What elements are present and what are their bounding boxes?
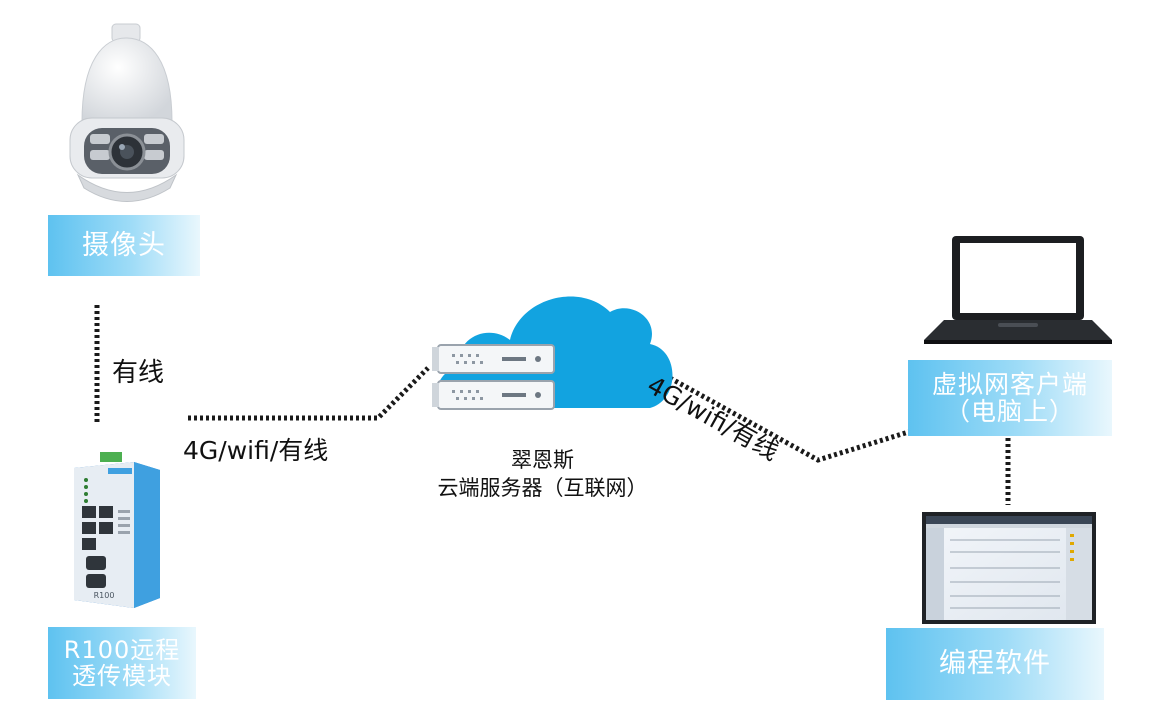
module-label: R100远程 透传模块 bbox=[48, 627, 196, 699]
software-label-text: 编程软件 bbox=[939, 648, 1051, 680]
line-cloud-client bbox=[668, 375, 916, 463]
camera-label-text: 摄像头 bbox=[82, 229, 166, 261]
module-label-line2: 透传模块 bbox=[72, 662, 172, 690]
client-label-line2: （电脑上） bbox=[944, 397, 1075, 426]
device-model-text: R100 bbox=[94, 591, 115, 600]
server-icon bbox=[432, 344, 555, 410]
client-label: 虚拟网客户端 （电脑上） bbox=[908, 360, 1112, 436]
connection-label-module-cloud: 4G/wifi/有线 bbox=[183, 436, 329, 465]
software-label: 编程软件 bbox=[886, 628, 1104, 700]
r100-module-illustration: R100 bbox=[74, 452, 160, 608]
connection-label-camera-module: 有线 bbox=[112, 358, 165, 388]
module-label-line1: R100远程 bbox=[63, 635, 181, 664]
camera-illustration bbox=[69, 23, 185, 202]
laptop-illustration bbox=[924, 236, 1112, 344]
cloud-server-label-line1: 翠恩斯 bbox=[511, 448, 574, 472]
cloud-server-label: 翠恩斯 云端服务器（互联网） bbox=[400, 446, 685, 503]
software-monitor-illustration bbox=[922, 512, 1096, 624]
camera-label: 摄像头 bbox=[48, 215, 200, 276]
connection-lines bbox=[94, 305, 1011, 505]
cloud-server-label-line2: 云端服务器（互联网） bbox=[437, 476, 648, 501]
cloud-server-illustration bbox=[432, 296, 673, 410]
line-module-cloud bbox=[188, 366, 430, 421]
client-label-line1: 虚拟网客户端 bbox=[931, 369, 1088, 399]
